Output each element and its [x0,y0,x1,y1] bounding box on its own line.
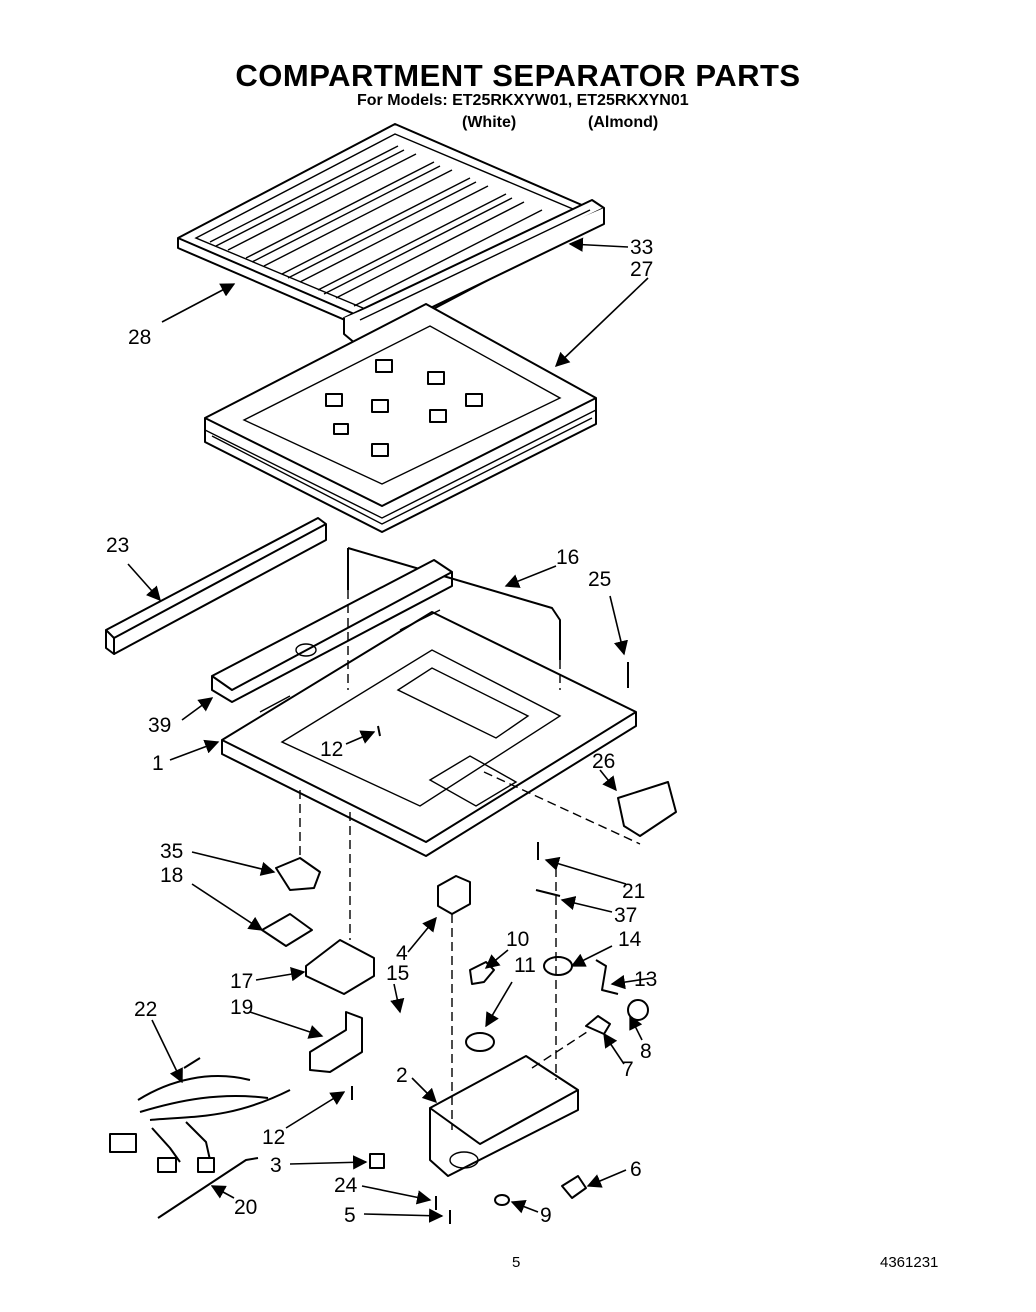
leader-lines [127,237,653,1223]
callout-10: 10 [506,928,529,951]
callout-26: 26 [592,750,615,773]
callout-11: 11 [514,954,536,977]
callout-7: 7 [622,1058,634,1081]
callout-28: 28 [128,326,151,349]
color-white-label: (White) [462,114,517,131]
callout-25: 25 [588,568,611,591]
callout-4: 4 [396,942,408,965]
callout-9: 9 [540,1204,552,1227]
part-17-housing [305,939,375,995]
callout-21: 21 [622,880,645,903]
callout-20: 20 [234,1196,257,1219]
callout-24: 24 [334,1174,358,1197]
callout-39: 39 [148,714,171,737]
callout-13: 13 [634,968,657,991]
part-35-clip [275,857,321,891]
assembly-lines [299,590,641,1130]
callout-8: 8 [640,1040,652,1063]
part-26-cover [617,781,677,837]
part-20-wire [157,1157,259,1219]
callout-2: 2 [396,1064,408,1087]
part-1-separator [221,609,637,857]
part-2-tray [429,1055,579,1177]
document-number: 4361231 [880,1254,939,1271]
part-39-bracket [211,559,453,703]
callout-37: 37 [614,904,637,927]
small-parts [351,662,649,1224]
callout-12b: 12 [262,1126,285,1149]
callout-33: 33 [630,236,653,259]
part-23-strip [105,517,327,655]
part-28-shelf [177,123,599,337]
page-number: 5 [512,1254,521,1271]
callout-labels: 33 27 28 23 16 25 39 12 1 26 35 21 18 37… [106,236,657,1227]
callout-17: 17 [230,970,253,993]
callout-16: 16 [556,546,579,569]
color-almond-label: (Almond) [588,114,659,131]
callout-22: 22 [134,998,157,1021]
part-33-rail [343,199,605,345]
callout-23: 23 [106,534,129,557]
callout-12a: 12 [320,738,343,761]
callout-5: 5 [344,1204,356,1227]
callout-1: 1 [152,752,164,775]
callout-27: 27 [630,258,653,281]
part-18-bezel [261,913,313,947]
callout-35: 35 [160,840,183,863]
callout-15: 15 [386,962,409,985]
part-27-frame [204,303,597,533]
part-22-harness [109,1057,291,1173]
part-19-bracket [309,1011,363,1073]
callout-6: 6 [630,1158,642,1181]
callout-3: 3 [270,1154,282,1177]
part-16-wire [347,547,561,660]
page-title: COMPARTMENT SEPARATOR PARTS [235,58,801,93]
callout-14: 14 [618,928,642,951]
callout-19: 19 [230,996,253,1019]
callout-18: 18 [160,864,183,887]
models-line: For Models: ET25RKXYW01, ET25RKXYN01 [357,92,689,109]
